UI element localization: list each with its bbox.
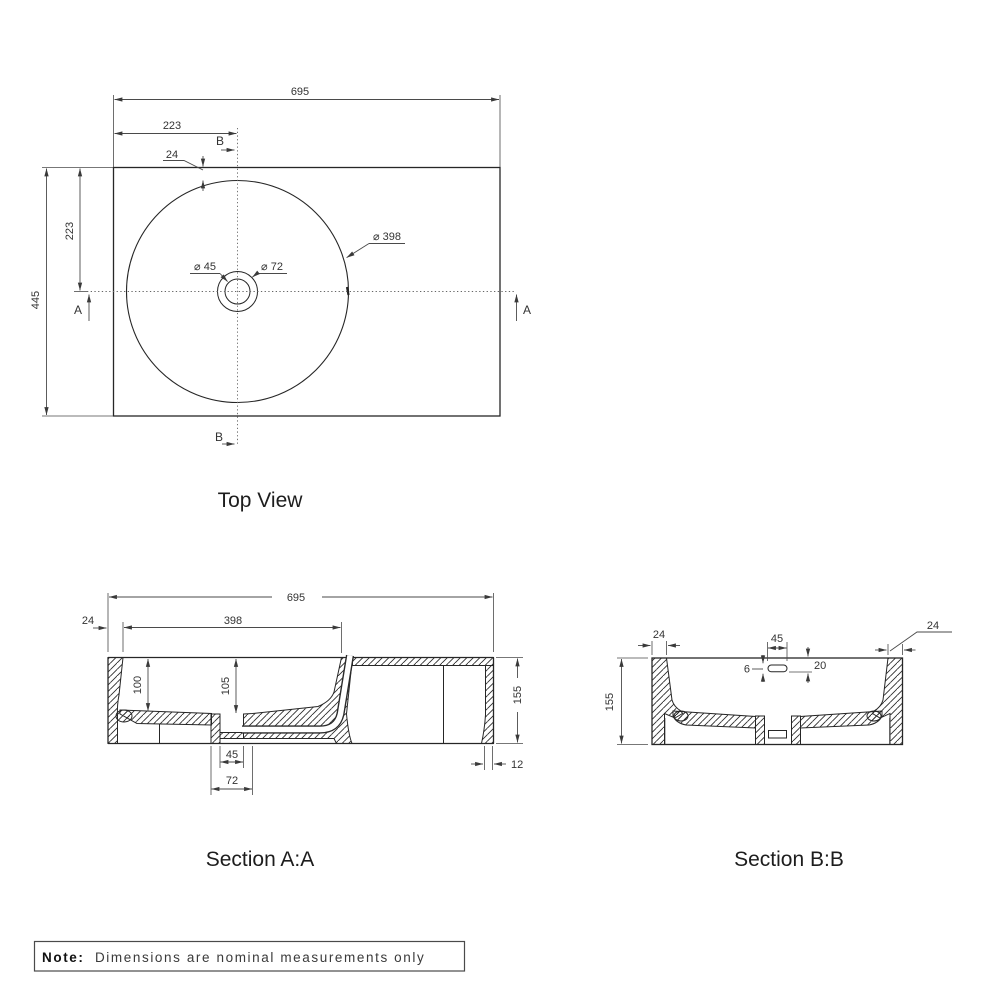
- marker-a-right: A: [523, 303, 531, 317]
- dim-bb-wall-left: 24: [653, 629, 665, 641]
- bb-drain-wall-left: [755, 715, 765, 745]
- svg-text:Note: Dimensions are nom: Note: Dimensions are nominal measurement…: [42, 949, 425, 966]
- note-box: Note: Dimensions are nominal measurement…: [33, 940, 466, 972]
- dim-drain-offset-y: 223: [64, 222, 76, 240]
- section-aa-title: Section A:A: [206, 848, 315, 871]
- bb-floor-right: [800, 710, 883, 729]
- dia-overflow-label: ⌀ 72: [261, 261, 283, 273]
- aa-overflow-channel: [242, 655, 353, 733]
- aa-right-wall: [480, 665, 494, 744]
- dim-aa-depth-edge: 100: [132, 676, 144, 694]
- dim-aa-base: 12: [511, 759, 523, 771]
- dim-bb-height: 155: [604, 693, 616, 711]
- dim-bb-slot-depth: 20: [814, 660, 826, 672]
- note-border: [33, 940, 466, 972]
- section-bb-title: Section B:B: [734, 848, 844, 871]
- note-text: Dimensions are nominal measurements only: [95, 950, 425, 965]
- marker-a-left: A: [74, 303, 82, 317]
- dim-top-rim: 24: [166, 149, 178, 161]
- bb-right-wall: [871, 657, 903, 745]
- dim-top-width: 695: [291, 86, 309, 98]
- section-aa: 695 398 24 100 105 155 45 72 12 Section …: [82, 592, 524, 871]
- dim-bb-wall-right: 24: [927, 620, 939, 632]
- dia-basin-label: ⌀ 398: [373, 231, 401, 243]
- dim-aa-basin-width: 398: [224, 615, 242, 627]
- bb-outline: [651, 657, 904, 746]
- dim-aa-wall: 24: [82, 615, 94, 627]
- marker-b-bottom: B: [215, 430, 223, 444]
- bb-drain-wall-right: [791, 715, 801, 745]
- top-view: 695 223 24 223 445 ⌀ 45 ⌀ 72 ⌀ 398 A A B…: [30, 86, 531, 512]
- dim-drain-offset-x: 223: [163, 120, 181, 132]
- dim-bb-slot-height: 6: [744, 664, 750, 676]
- marker-b-top: B: [216, 134, 224, 148]
- dim-aa-drain: 45: [226, 749, 238, 761]
- aa-deck-band: [352, 657, 494, 666]
- top-view-title: Top View: [218, 489, 304, 512]
- dim-aa-drain-recess: 72: [226, 775, 238, 787]
- dim-bb-slot-width: 45: [771, 633, 783, 645]
- dim-aa-height: 155: [512, 686, 524, 704]
- dia-drain-label: ⌀ 45: [194, 261, 216, 273]
- aa-left-wall: [107, 657, 124, 744]
- aa-drain-wall-left: [210, 713, 221, 744]
- bb-floor-left: [672, 710, 756, 729]
- circle-tick: [345, 286, 350, 296]
- bb-drain-detail: [768, 730, 787, 739]
- bb-left-wall: [651, 657, 684, 745]
- dim-aa-depth-center: 105: [220, 677, 232, 695]
- note-label: Note:: [42, 950, 85, 965]
- bb-overflow-slot: [767, 664, 788, 673]
- dim-top-height: 445: [30, 291, 42, 309]
- section-bb: 24 45 20 6 24 155 Section B:B: [604, 620, 952, 871]
- aa-floor-left: [119, 709, 212, 726]
- dim-aa-width: 695: [287, 592, 305, 604]
